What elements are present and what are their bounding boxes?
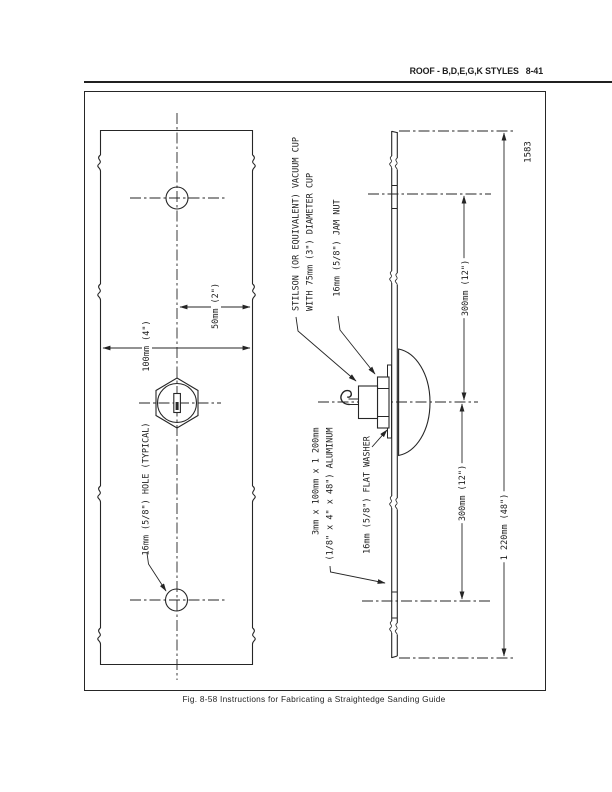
dim-1220-label: 1 220mm (48") xyxy=(500,491,510,563)
figure-border xyxy=(84,91,546,691)
bar-end-caps xyxy=(391,130,398,659)
vacuum-cup-dome xyxy=(398,348,431,457)
side-view xyxy=(295,130,516,659)
jam-nut-profile xyxy=(376,376,390,429)
hole-tick-marks xyxy=(391,185,398,619)
plan-dimensions xyxy=(102,304,251,592)
page-title: ROOF - B,D,E,G,K STYLES xyxy=(409,66,519,76)
jam-nut-label: 16mm (5/8") JAM NUT xyxy=(332,199,343,297)
dim-50mm-label: 50mm (2") xyxy=(211,280,221,332)
flat-washer-leader xyxy=(371,429,388,448)
jam-nut-leader xyxy=(337,315,376,375)
hex-nut-outline xyxy=(155,377,199,429)
pull-hook xyxy=(340,389,352,406)
plan-view xyxy=(97,113,256,680)
vacuum-cup-label: STILSON (OR EQUIVALENT) VACUUM CUP WITH … xyxy=(291,137,318,311)
dim-300-upper-label: 300mm (12") xyxy=(461,257,471,319)
hole-label: 16mm (5/8") HOLE (TYPICAL) xyxy=(141,422,152,556)
cup-assembly xyxy=(340,364,392,439)
stud-shaft xyxy=(348,398,359,406)
page-header: ROOF - B,D,E,G,K STYLES 8-41 xyxy=(410,66,543,76)
nut-circle xyxy=(156,382,198,424)
hole-leader xyxy=(146,552,167,592)
header-rule xyxy=(84,81,612,84)
wing-stud-top-view xyxy=(155,377,199,429)
jam-nut-chamfers xyxy=(377,388,389,417)
vacuum-cup-label-line1: STILSON (OR EQUIVALENT) VACUUM CUP xyxy=(291,137,302,311)
bottom-hole xyxy=(164,588,189,612)
vacuum-cup-leader xyxy=(295,316,357,382)
aluminum-label-line2: (1/8" x 4" x 48") ALUMINUM xyxy=(325,427,335,561)
centerlines xyxy=(318,130,516,659)
cup-body-block xyxy=(357,385,379,420)
slot-mark xyxy=(175,402,179,410)
vacuum-cup-label-line2: WITH 75mm (3") DIAMETER CUP xyxy=(305,172,315,311)
figure-caption: Fig. 8-58 Instructions for Fabricating a… xyxy=(182,694,446,704)
aluminum-label: 3mm x 100mm x 1 200mm (1/8" x 4" x 48") … xyxy=(311,427,338,560)
figure-number: 1583 xyxy=(523,141,534,163)
aluminum-leader xyxy=(329,565,386,584)
dim-300-lower-label: 300mm (12") xyxy=(458,462,468,524)
top-hole xyxy=(165,186,189,210)
aluminum-label-line1: 3mm x 100mm x 1 200mm xyxy=(311,427,322,535)
flat-washer-label: 16mm (5/8") FLAT WASHER xyxy=(362,436,373,554)
page-number: 8-41 xyxy=(525,66,543,76)
dim-100mm-label: 100mm (4") xyxy=(142,318,152,374)
